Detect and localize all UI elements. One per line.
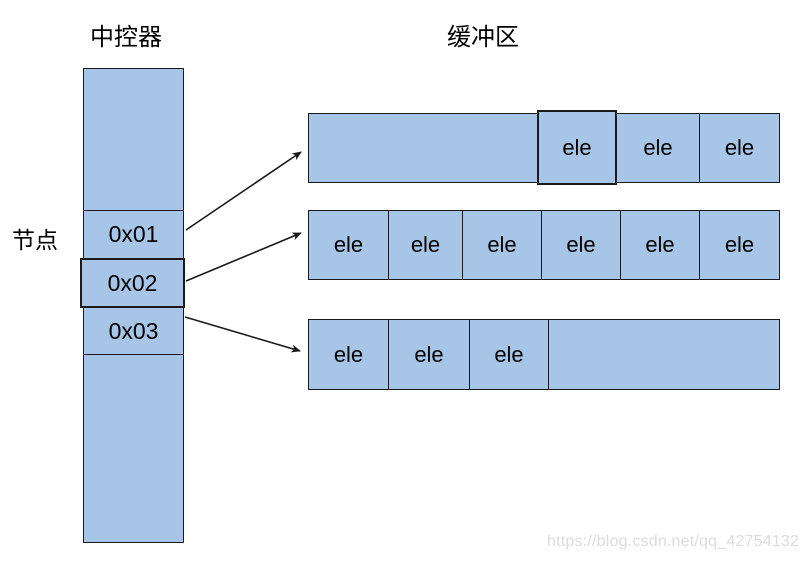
controller-node-0x01-label: 0x01 [108, 221, 159, 247]
buffer-2-cell-2: ele [462, 211, 541, 279]
buffer-1-cell-2: ele [616, 114, 699, 182]
node-pointer-label: 节点 [12, 227, 58, 253]
buffer-1-empty-cell [309, 114, 539, 182]
buffer-3-empty-cell [548, 320, 779, 389]
buffer-3-cell-2: ele [469, 320, 548, 389]
buffer-1-cell-1-highlighted: ele [537, 110, 617, 186]
buffer-3-cell-1: ele [388, 320, 469, 389]
arrow-0x02-to-buffer2-icon [185, 232, 302, 282]
controller-node-0x02-highlighted: 0x02 [80, 258, 185, 308]
buffer-2-cell-1: ele [388, 211, 462, 279]
buffer-2-cell-4: ele [620, 211, 699, 279]
buffer-2-cell-5: ele [699, 211, 779, 279]
buffer-2-cell-0: ele [333, 232, 364, 257]
buffer-row-3: ele ele ele [308, 319, 780, 390]
buffer-title: 缓冲区 [447, 24, 519, 51]
arrow-0x03-to-buffer3-icon [184, 316, 301, 353]
controller-title: 中控器 [90, 24, 162, 51]
buffer-3-cell-0: ele [333, 341, 364, 367]
controller-node-0x03-label: 0x03 [108, 317, 159, 344]
watermark-url: https://blog.csdn.net/qq_42754132 [547, 533, 800, 550]
controller-node-0x01: 0x01 [83, 210, 184, 259]
buffer-row-1: ele ele ele [308, 110, 780, 186]
buffer-row-2: ele ele ele ele ele ele [308, 210, 780, 280]
controller-node-0x03: 0x03 [83, 307, 184, 355]
buffer-2-cell-3: ele [541, 211, 620, 279]
buffer-1-cell-3: ele [699, 114, 779, 182]
controller-node-0x02-label: 0x02 [107, 269, 158, 296]
arrow-0x01-to-buffer1-icon [185, 151, 302, 231]
